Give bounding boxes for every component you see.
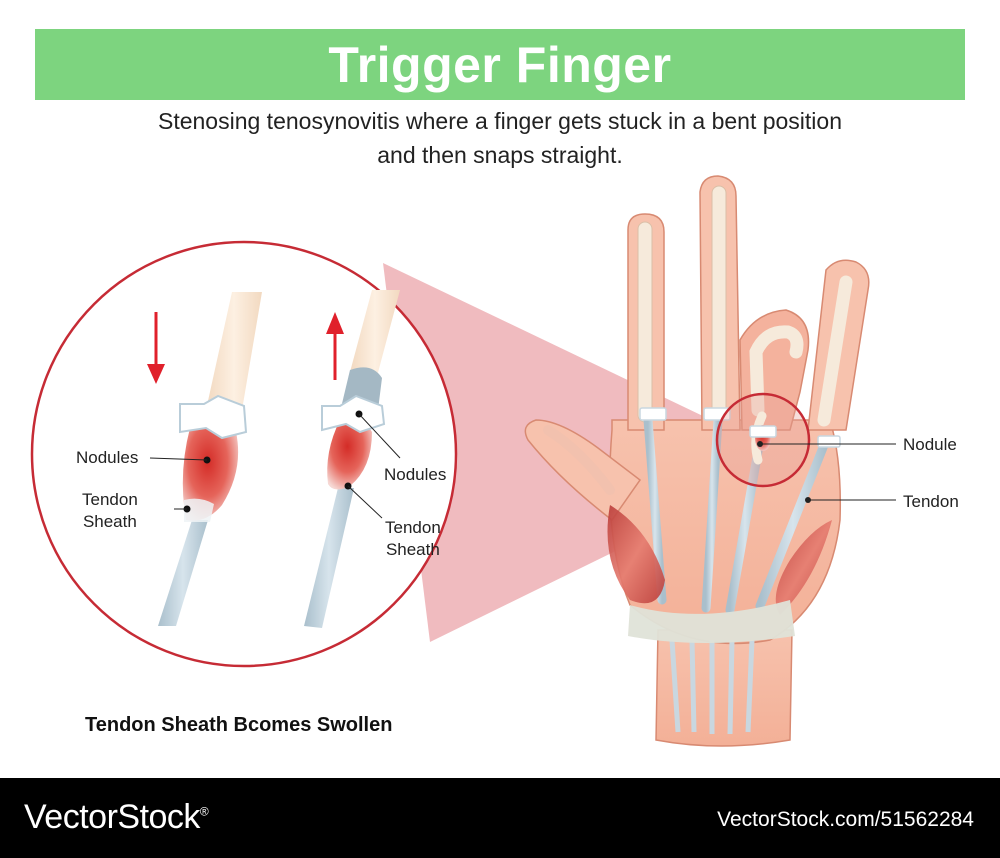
vectorstock-logo: VectorStock® xyxy=(24,798,209,837)
hand-tendon-label: Tendon xyxy=(903,492,959,511)
subtitle: Stenosing tenosynovitis where a finger g… xyxy=(60,104,940,172)
right-nodules-label: Nodules xyxy=(384,465,447,484)
left-sheath-label-line-1: Tendon xyxy=(82,490,138,509)
subtitle-line-2: and then snaps straight. xyxy=(377,142,623,168)
left-sheath-label-line-2: Sheath xyxy=(82,512,137,531)
footer-bar: VectorStock® VectorStock.com/51562284 xyxy=(0,778,1000,858)
subtitle-line-1: Stenosing tenosynovitis where a finger g… xyxy=(157,108,842,134)
footer-image-id: VectorStock.com/51562284 xyxy=(717,808,974,831)
registered-mark: ® xyxy=(199,804,209,819)
trigger-finger-illustration xyxy=(30,175,896,747)
left-tendon-sheath-label: Tendon Sheath xyxy=(82,489,138,533)
zoom-circle-panel xyxy=(30,240,458,668)
left-finger-detail xyxy=(147,292,262,626)
title-band: Trigger Finger xyxy=(35,29,965,100)
right-tendon-sheath-label: Tendon Sheath xyxy=(385,517,441,561)
zoom-caption: Tendon Sheath Bcomes Swollen xyxy=(85,714,393,736)
arrow-up-icon xyxy=(326,312,344,380)
right-finger-detail xyxy=(304,290,401,628)
left-nodules-label: Nodules xyxy=(76,448,139,467)
right-sheath-label-line-1: Tendon xyxy=(385,518,441,537)
hand-nodule-label: Nodule xyxy=(903,435,957,454)
right-sheath-label-line-2: Sheath xyxy=(385,540,440,559)
arrow-down-icon xyxy=(147,312,165,384)
hand-illustration xyxy=(524,175,896,747)
page-title: Trigger Finger xyxy=(328,36,672,93)
footer-brand: VectorStock xyxy=(24,798,200,836)
